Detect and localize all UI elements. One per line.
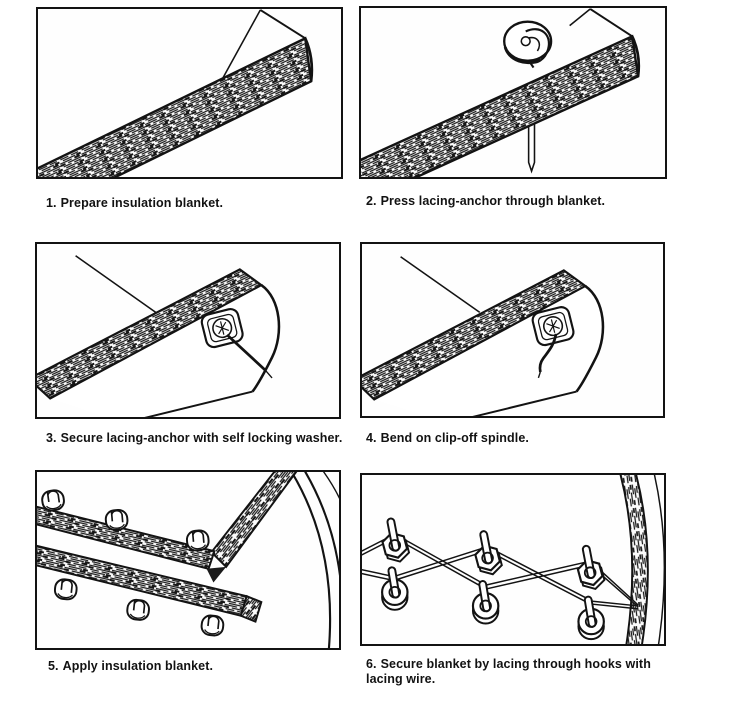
step-1-caption: 1.Prepare insulation blanket. bbox=[46, 196, 336, 211]
step-number: 5. bbox=[48, 659, 59, 673]
self-locking-washer-illustration bbox=[37, 255, 281, 417]
step-3-panel bbox=[35, 242, 341, 419]
step-number: 4. bbox=[366, 431, 377, 445]
step-text: Press lacing-anchor through blanket. bbox=[380, 194, 606, 208]
step-number: 1. bbox=[46, 196, 57, 210]
self-locking-washer bbox=[531, 306, 575, 347]
step-number: 2. bbox=[366, 194, 377, 208]
step-2-panel bbox=[359, 6, 667, 179]
blanket-with-hooks-illustration bbox=[37, 472, 339, 648]
step-text: Apply insulation blanket. bbox=[62, 659, 214, 673]
step-1-panel bbox=[36, 7, 343, 179]
self-locking-washer bbox=[200, 308, 244, 349]
step-2-caption: 2.Press lacing-anchor through blanket. bbox=[366, 194, 666, 209]
step-text: Secure blanket by lacing through hooks w… bbox=[366, 657, 651, 686]
step-6-panel bbox=[360, 473, 666, 646]
step-number: 3. bbox=[46, 431, 57, 445]
step-text: Prepare insulation blanket. bbox=[60, 196, 224, 210]
spindle-pin bbox=[527, 122, 536, 174]
bent-spindle bbox=[538, 333, 558, 373]
step-5-caption: 5.Apply insulation blanket. bbox=[48, 659, 338, 674]
step-5-panel bbox=[35, 470, 341, 650]
lacing-wire-illustration bbox=[362, 475, 664, 644]
step-4-panel bbox=[360, 242, 665, 418]
step-3-caption: 3.Secure lacing-anchor with self locking… bbox=[46, 431, 346, 446]
lacing-anchors bbox=[381, 517, 606, 641]
insulation-blanket-corner-illustration bbox=[38, 9, 314, 177]
lacing-hooks bbox=[41, 489, 225, 637]
lacing-anchor-disc bbox=[503, 20, 553, 69]
spindle bbox=[226, 333, 267, 372]
step-text: Secure lacing-anchor with self locking w… bbox=[60, 431, 343, 445]
lacing-wire bbox=[362, 532, 639, 610]
step-text: Bend on clip-off spindle. bbox=[380, 431, 529, 445]
step-6-caption: 6.Secure blanket by lacing through hooks… bbox=[366, 657, 668, 687]
lacing-anchor-through-blanket-illustration bbox=[361, 8, 641, 177]
step-number: 6. bbox=[366, 657, 377, 671]
bent-spindle-illustration bbox=[362, 256, 605, 416]
step-4-caption: 4.Bend on clip-off spindle. bbox=[366, 431, 656, 446]
